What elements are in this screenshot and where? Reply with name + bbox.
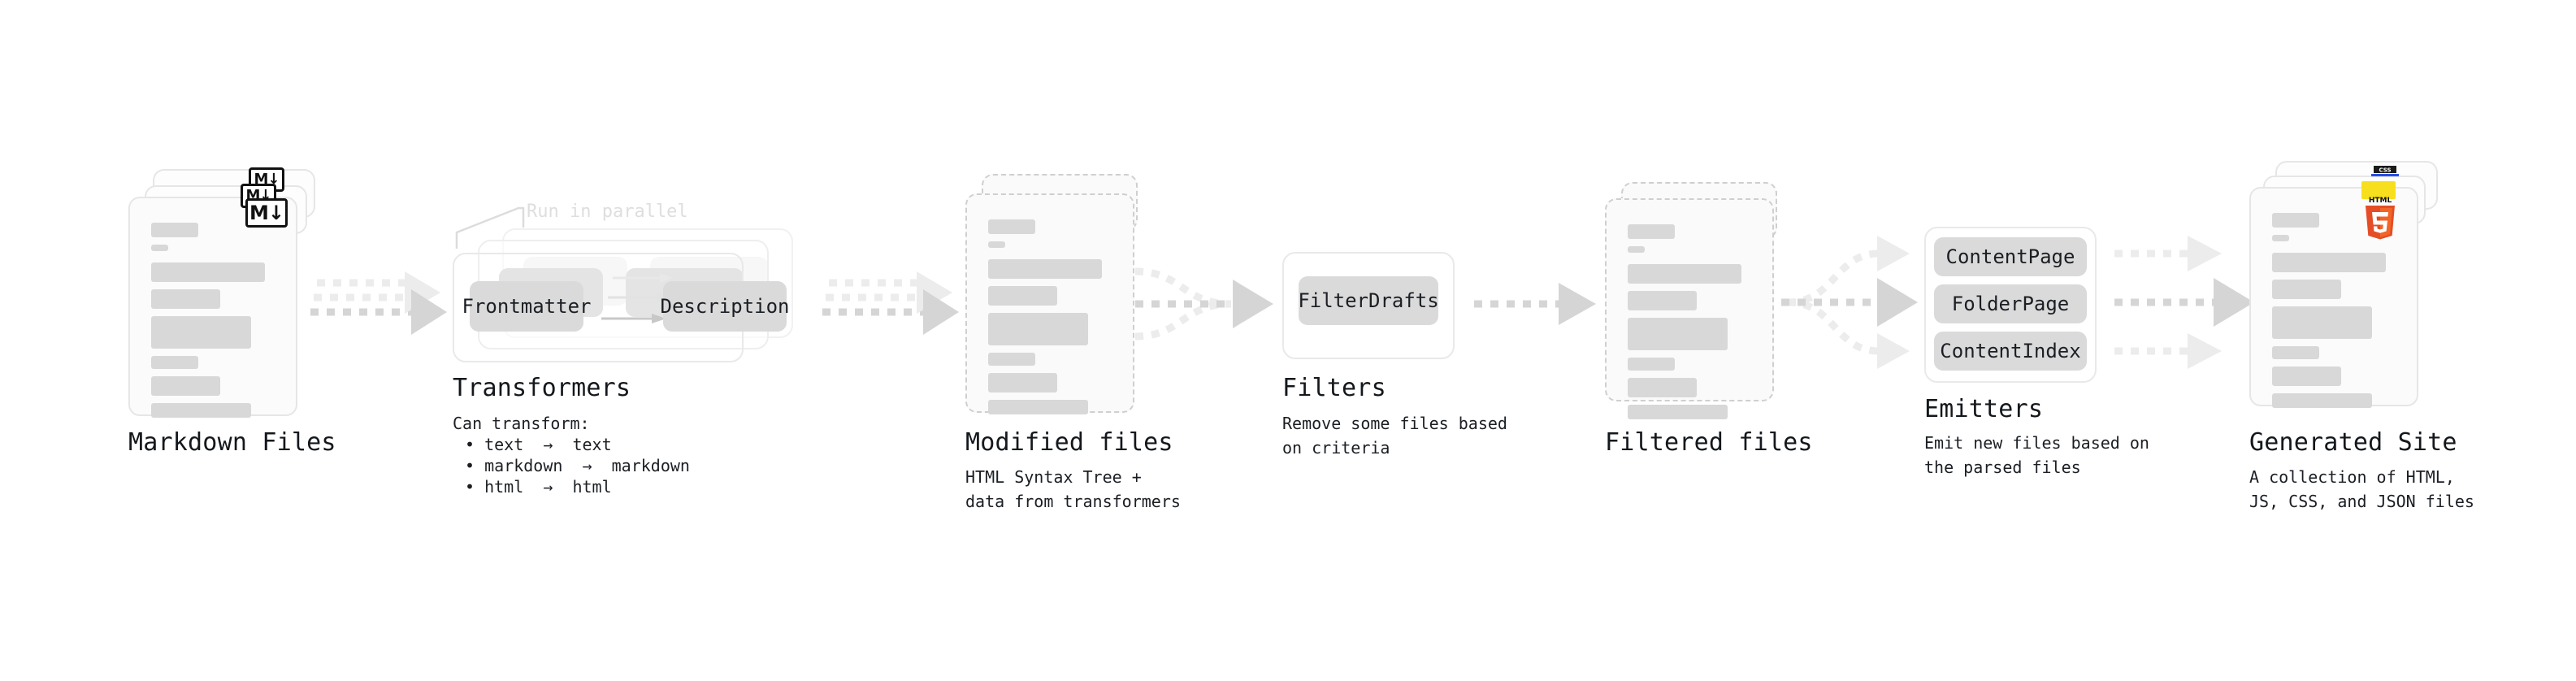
transformers-subtitle: Can transform: bbox=[453, 414, 590, 433]
stage-title-emitters: Emitters bbox=[1924, 395, 2044, 423]
bullet-text: text → text bbox=[484, 435, 612, 454]
filtered-card-front bbox=[1605, 198, 1774, 419]
markdown-badge-glyph: M↓ bbox=[249, 202, 284, 224]
pill-frontmatter[interactable]: Frontmatter bbox=[462, 281, 591, 332]
transformers-bullet-1: • markdown → markdown bbox=[465, 456, 690, 475]
modified-skeleton bbox=[967, 195, 1133, 414]
arrow-transformers-to-modified bbox=[822, 271, 959, 335]
bullet-text: markdown → markdown bbox=[484, 456, 690, 475]
transformers-bullet-2: • html → html bbox=[465, 477, 612, 497]
stage-title-markdown-files: Markdown Files bbox=[128, 428, 336, 457]
site-skeleton bbox=[2251, 189, 2417, 408]
arrow-filters-to-filtered bbox=[1474, 283, 1596, 325]
markdown-card-front bbox=[128, 197, 297, 418]
pill-filterdrafts[interactable]: FilterDrafts bbox=[1298, 276, 1439, 325]
pill-contentindex[interactable]: ContentIndex bbox=[1934, 332, 2087, 371]
generated-site-subtitle: A collection of HTML, JS, CSS, and JSON … bbox=[2249, 467, 2474, 511]
svg-text:HTML: HTML bbox=[2369, 197, 2392, 205]
arrow-filtered-to-emitters bbox=[1781, 236, 1918, 369]
js-badge bbox=[2361, 181, 2396, 199]
emitters-subtitle: Emit new files based on the parsed files bbox=[1924, 433, 2149, 477]
transformer-inner-arrows bbox=[601, 273, 673, 323]
pill-folderpage[interactable]: FolderPage bbox=[1934, 284, 2087, 323]
stage-title-transformers: Transformers bbox=[453, 374, 631, 402]
bullet-text: html → html bbox=[484, 477, 612, 497]
pill-description[interactable]: Description bbox=[661, 281, 789, 332]
stage-title-filters: Filters bbox=[1282, 374, 1386, 402]
modified-card-front bbox=[965, 193, 1134, 414]
stage-title-filtered-files: Filtered files bbox=[1605, 428, 1813, 457]
html5-badge: HTML bbox=[2366, 197, 2395, 240]
run-in-parallel-leader bbox=[455, 206, 525, 249]
svg-text:CSS: CSS bbox=[2379, 167, 2391, 174]
pill-contentpage[interactable]: ContentPage bbox=[1934, 237, 2087, 276]
stage-title-modified-files: Modified files bbox=[965, 428, 1173, 457]
markdown-badge-glyph: M↓ bbox=[254, 171, 280, 188]
css-badge: CSS bbox=[2371, 166, 2399, 176]
filtered-skeleton bbox=[1607, 200, 1772, 419]
arrow-modified-to-filters bbox=[1134, 267, 1273, 340]
arrow-markdown-to-transformers bbox=[310, 271, 447, 335]
filters-subtitle: Remove some files based on criteria bbox=[1282, 414, 1507, 458]
arrow-emitters-to-site bbox=[2114, 236, 2254, 369]
transformers-bullet-0: • text → text bbox=[465, 435, 612, 454]
markdown-skeleton bbox=[130, 198, 296, 418]
markdown-badge-front: M↓ bbox=[245, 198, 288, 228]
run-in-parallel-label: Run in parallel bbox=[527, 202, 688, 222]
stage-title-generated-site: Generated Site bbox=[2249, 428, 2457, 457]
modified-files-subtitle: HTML Syntax Tree + data from transformer… bbox=[965, 467, 1181, 511]
